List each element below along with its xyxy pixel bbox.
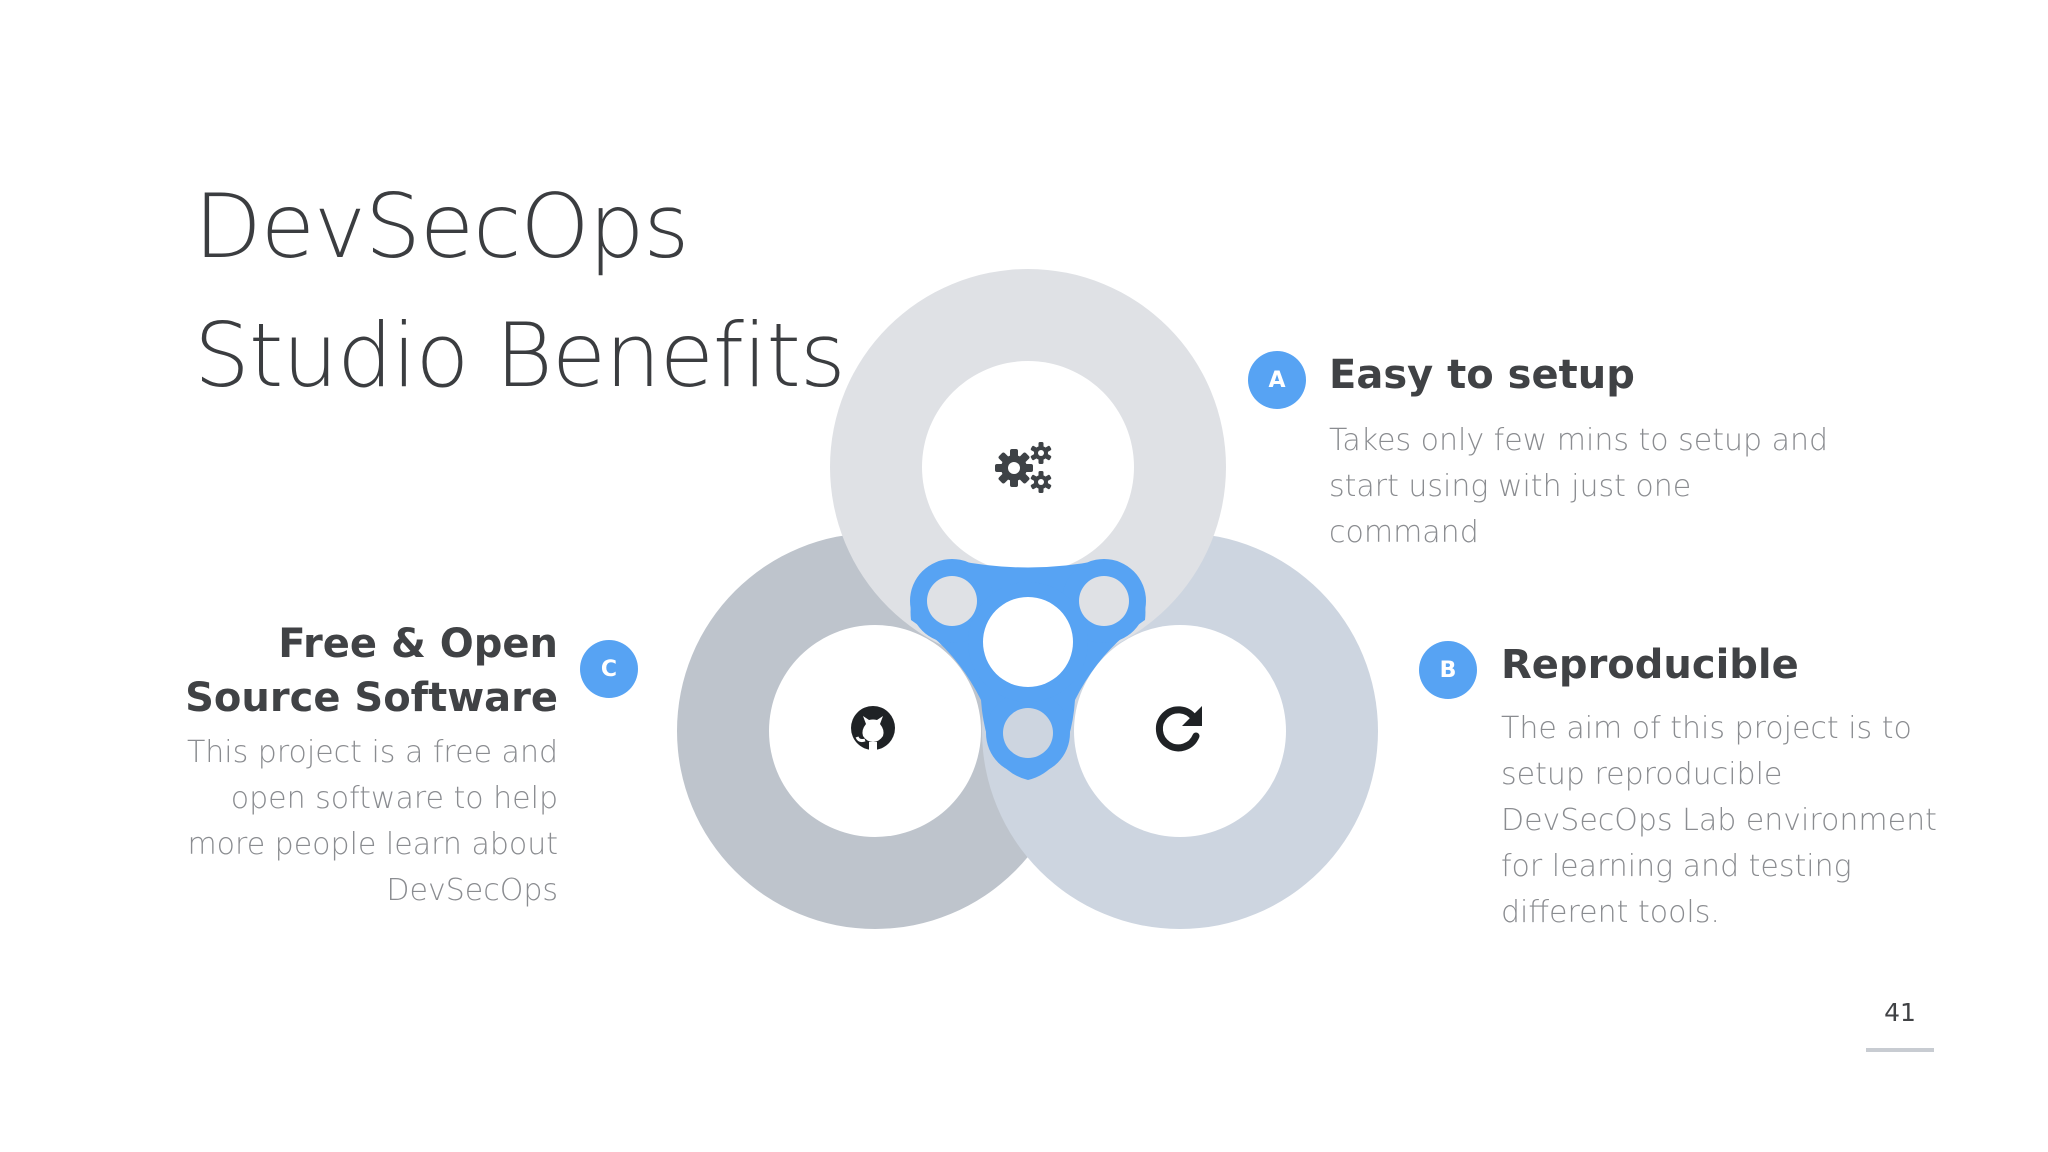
spinner-center-hole <box>983 597 1073 687</box>
slide-title-line-1: DevSecOps <box>194 175 689 278</box>
github-icon <box>851 706 895 750</box>
badge-a: A <box>1248 351 1306 409</box>
text-reproducible: The aim of this project is to setup repr… <box>1501 711 1937 930</box>
page-number: 41 <box>1884 998 1916 1027</box>
text-easy-to-setup: Takes only few mins to setup and start u… <box>1329 423 1829 550</box>
heading-easy-to-setup: Easy to setup <box>1329 352 1635 398</box>
spinner-hub <box>910 559 1146 780</box>
disc-right <box>1074 625 1286 837</box>
spinner-hole-right <box>1079 576 1129 626</box>
slide-title-line-2: Studio Benefits <box>194 304 846 407</box>
refresh-icon <box>1155 706 1202 752</box>
spinner-hole-bottom <box>1003 708 1053 758</box>
text-free-open-source: This project is a free and open software… <box>186 735 558 908</box>
page-number-underline <box>1866 1048 1934 1052</box>
heading-free-open-source: Free & Open Source Software <box>185 621 558 721</box>
badge-b: B <box>1419 641 1477 699</box>
gears-icon <box>995 442 1052 493</box>
spinner-hole-left <box>927 576 977 626</box>
badge-c: C <box>580 640 638 698</box>
heading-reproducible: Reproducible <box>1501 642 1799 688</box>
